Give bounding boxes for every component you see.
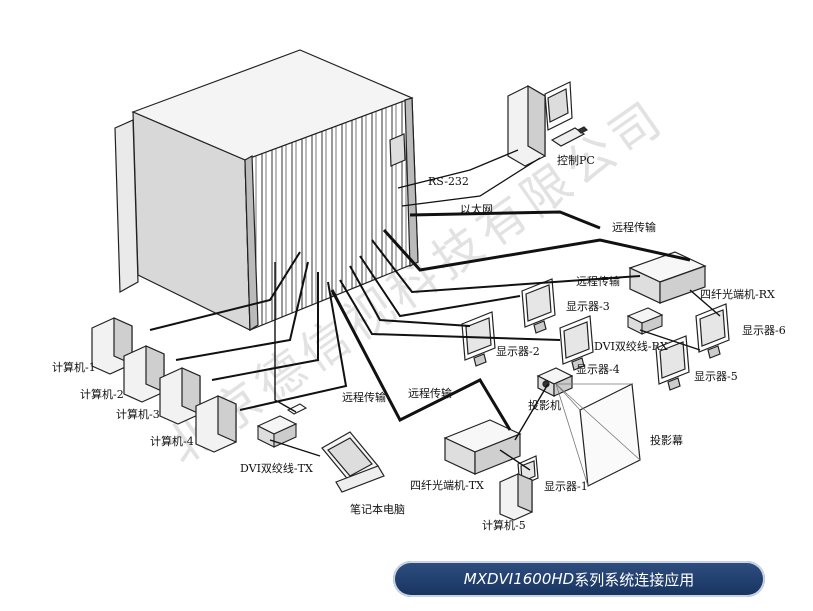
- computer-4-tower: [195, 395, 237, 453]
- label-projector-screen: 投影幕: [650, 434, 683, 447]
- computer-5-tower: [499, 473, 533, 521]
- monitor-3: [521, 278, 556, 334]
- dvi-twisted-rx-box: [626, 307, 664, 335]
- label-monitor-5: 显示器-5: [694, 370, 738, 383]
- label-monitor-6: 显示器-6: [742, 324, 786, 337]
- label-computer-5: 计算机-5: [482, 519, 526, 532]
- fiber-tx-device: [443, 419, 522, 475]
- label-monitor-2: 显示器-2: [496, 345, 540, 358]
- monitor-4: [559, 315, 594, 371]
- label-control-pc: 控制PC: [557, 154, 595, 167]
- fiber-rx-device: [628, 251, 707, 304]
- label-remote-transmission-mid: 远程传输: [576, 275, 620, 288]
- monitor-5: [655, 335, 690, 391]
- label-fiber-tx: 四纤光端机-TX: [410, 479, 484, 492]
- caption-model: MXDVI1600HD: [463, 570, 575, 588]
- label-remote-transmission-left: 远程传输: [342, 391, 386, 404]
- label-computer-2: 计算机-2: [80, 388, 124, 401]
- computer-3-tower: [159, 367, 201, 425]
- label-computer-1: 计算机-1: [52, 361, 96, 374]
- label-laptop: 笔记本电脑: [350, 503, 405, 516]
- label-ethernet: 以太网: [460, 203, 493, 216]
- computer-1-tower: [91, 317, 133, 375]
- label-monitor-3: 显示器-3: [566, 300, 610, 313]
- projector-screen: [555, 383, 641, 487]
- label-remote-transmission-top: 远程传输: [612, 221, 656, 234]
- laptop: [321, 431, 385, 493]
- monitor-2: [461, 311, 496, 367]
- label-monitor-1: 显示器-1: [544, 480, 588, 493]
- label-rs232: RS-232: [428, 175, 469, 188]
- label-dvi-twisted-rx: DVI双绞线-RX: [594, 340, 668, 353]
- label-projector: 投影机: [528, 399, 561, 412]
- control-pc: [507, 81, 589, 167]
- label-computer-3: 计算机-3: [116, 408, 160, 421]
- matrix-chassis: [114, 49, 419, 332]
- label-dvi-twisted-tx: DVI双绞线-TX: [240, 462, 313, 475]
- label-remote-transmission-center: 远程传输: [408, 387, 452, 400]
- cables: [149, 149, 721, 471]
- label-fiber-rx: 四纤光端机-RX: [700, 288, 775, 301]
- label-computer-4: 计算机-4: [150, 435, 194, 448]
- dvi-twisted-tx-box: [256, 403, 308, 448]
- label-monitor-4: 显示器-4: [576, 363, 620, 376]
- caption-text: 系列系统连接应用: [574, 570, 695, 589]
- computer-2-tower: [123, 345, 165, 403]
- monitor-6: [695, 303, 730, 359]
